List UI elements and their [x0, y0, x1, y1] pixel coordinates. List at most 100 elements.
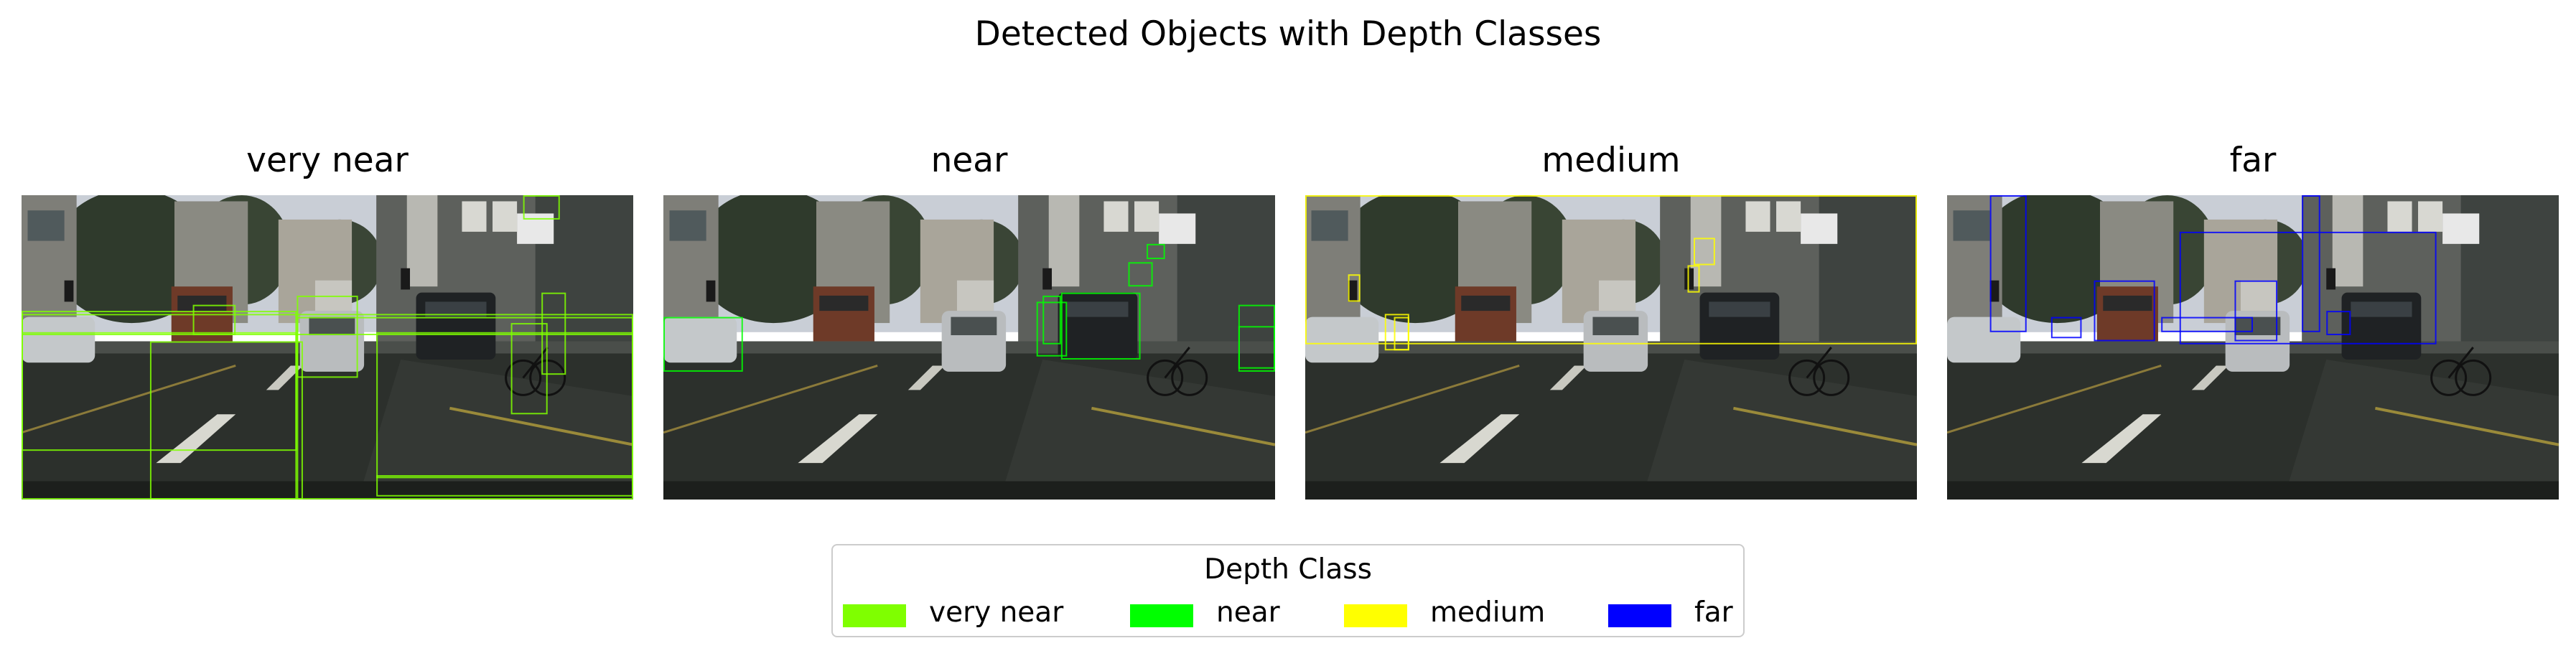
- detection-box: [2179, 231, 2437, 344]
- panel-far: [1947, 195, 2559, 500]
- scene: [1305, 195, 1917, 500]
- traffic-light: [1042, 268, 1053, 290]
- tram: [813, 286, 874, 342]
- detection-box: [1687, 265, 1700, 293]
- tram-window: [1461, 295, 1511, 311]
- hood: [663, 481, 1275, 500]
- window: [1953, 210, 1990, 241]
- bicycle-frame: [2447, 347, 2474, 379]
- legend-swatch: [1344, 604, 1407, 627]
- truck-back: [314, 280, 353, 311]
- detection-box: [523, 195, 560, 220]
- legend-label: far: [1694, 596, 1733, 629]
- detection-box: [2050, 317, 2082, 339]
- detection-box: [1238, 326, 1275, 369]
- window: [27, 210, 65, 241]
- road-line: [2375, 406, 2559, 446]
- hood: [22, 481, 633, 500]
- detection-box: [2234, 280, 2278, 342]
- bicycle-frame: [522, 347, 549, 379]
- car-window: [951, 317, 997, 336]
- window: [1134, 201, 1159, 232]
- suv-window: [1709, 301, 1770, 317]
- traffic-light: [2326, 268, 2336, 290]
- bicycle-wheel: [1813, 359, 1850, 396]
- bicycle-wheel: [1788, 359, 1826, 396]
- detection-box: [2094, 280, 2155, 342]
- road-right-lane: [358, 359, 633, 500]
- tram: [2096, 286, 2158, 342]
- street-scene-image: [1947, 195, 2559, 500]
- window: [1776, 201, 1801, 232]
- suv-window: [2351, 301, 2412, 317]
- tree: [52, 195, 212, 324]
- facade: [2332, 195, 2363, 287]
- detection-box: [2302, 195, 2320, 332]
- detection-boxes: [1989, 195, 2437, 344]
- legend-swatch: [1608, 604, 1671, 627]
- traffic-light: [401, 268, 411, 290]
- window: [2418, 201, 2443, 232]
- detection-box: [510, 323, 548, 415]
- road-right-lane: [1641, 359, 1917, 500]
- traffic-light: [1684, 268, 1694, 290]
- car-left: [663, 317, 737, 363]
- truck-back: [1598, 280, 1636, 311]
- detection-box: [1394, 317, 1409, 351]
- suv-window: [425, 301, 487, 317]
- legend-label: near: [1216, 596, 1280, 629]
- detection-box: [1042, 295, 1061, 344]
- hood: [1305, 481, 1917, 500]
- street-scene-image: [1305, 195, 1917, 500]
- window: [669, 210, 706, 241]
- scene: [663, 195, 1275, 500]
- detection-box: [192, 304, 236, 336]
- car-left: [1305, 317, 1379, 363]
- car-window: [309, 317, 355, 336]
- road-line: [1091, 406, 1275, 446]
- street-scene-image: [663, 195, 1275, 500]
- legend: Depth Class very near near medium far: [831, 544, 1745, 637]
- facade: [1048, 195, 1080, 287]
- window: [1311, 210, 1348, 241]
- detection-box: [297, 295, 358, 378]
- tram-window: [819, 295, 869, 311]
- panel-title-very-near: very near: [246, 141, 409, 180]
- bicycle-wheel: [2455, 359, 2492, 396]
- legend-title: Depth Class: [1204, 553, 1372, 586]
- scene: [22, 195, 633, 500]
- street-scene-image: [22, 195, 633, 500]
- detection-box: [1147, 243, 1165, 260]
- car-left: [1947, 317, 2021, 363]
- detection-box: [663, 317, 743, 372]
- lane-marking: [798, 414, 878, 464]
- road-right-lane: [2283, 359, 2559, 500]
- traffic-light: [64, 280, 74, 302]
- bicycle-wheel: [1171, 359, 1208, 396]
- panel-very-near: [22, 195, 633, 500]
- window: [462, 201, 487, 232]
- bicycle-wheel: [505, 359, 542, 396]
- lane-marking: [266, 365, 303, 390]
- lane-marking: [1549, 365, 1587, 390]
- window: [1745, 201, 1770, 232]
- sign: [2442, 213, 2480, 244]
- detection-box: [1305, 195, 1917, 344]
- window: [1103, 201, 1129, 232]
- bicycle-frame: [1164, 347, 1190, 379]
- tram-line: [1305, 365, 1520, 434]
- panel-title-far: far: [2229, 141, 2277, 180]
- tree: [1977, 195, 2137, 324]
- detection-boxes: [22, 195, 633, 500]
- car-window: [2234, 317, 2281, 336]
- hood: [1947, 481, 2559, 500]
- lane-marking: [1439, 414, 1520, 464]
- facade: [1690, 195, 1722, 287]
- truck-back: [2240, 280, 2278, 311]
- detection-box: [2161, 317, 2254, 332]
- facade: [406, 195, 438, 287]
- traffic-light: [706, 280, 716, 302]
- sign: [517, 213, 554, 244]
- panel-medium: [1305, 195, 1917, 500]
- panel-near: [663, 195, 1275, 500]
